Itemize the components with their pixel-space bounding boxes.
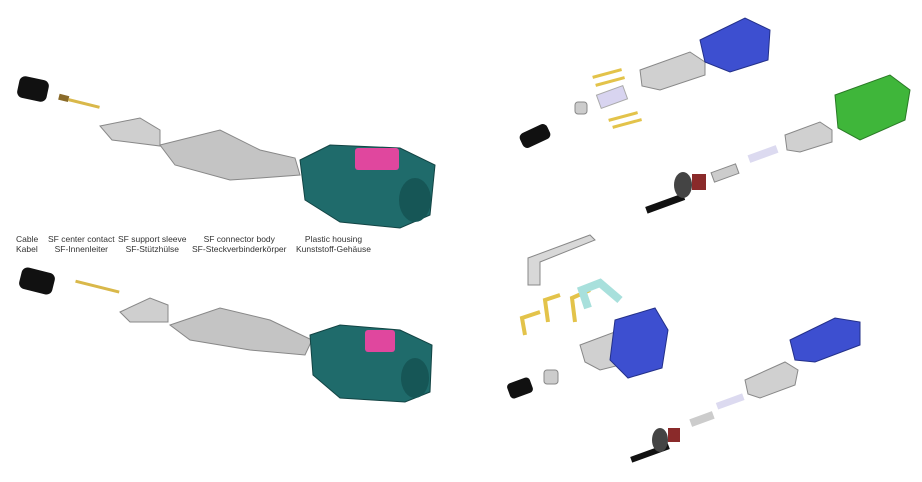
assembly-blue-straight-bottom (630, 317, 861, 463)
contact (710, 163, 740, 183)
label-en: SF connector body (203, 234, 275, 244)
label-de: SF-Steckverbinderkörper (192, 244, 287, 254)
assembly-blue-angled (507, 234, 669, 399)
label-en: SF center contact (48, 234, 115, 244)
assembly-straight-teal-bottom (19, 267, 433, 403)
connector-body (639, 51, 706, 91)
gold-contacts (592, 68, 643, 129)
label-de: Kunststoff-Gehäuse (296, 244, 371, 254)
insulator (715, 393, 745, 410)
insulator (595, 84, 629, 110)
cable (519, 124, 551, 148)
cable (645, 193, 686, 214)
connector-body (168, 307, 313, 356)
label-en: Plastic housing (304, 234, 363, 244)
ferrule-ring (652, 428, 668, 452)
support-sleeve (99, 117, 161, 147)
plastic-housing (699, 17, 771, 73)
plastic-housing (299, 144, 436, 229)
label-center-contact: SF center contact SF-Innenleiter (48, 234, 115, 254)
cable (17, 76, 49, 102)
contact (689, 411, 715, 427)
assembly-blue-straight (519, 17, 771, 148)
red-ring (668, 428, 680, 442)
pink-latch (365, 330, 395, 352)
ferrule-ring (674, 172, 692, 198)
cable (507, 377, 533, 399)
label-cable: Cable Kabel (16, 234, 38, 254)
angle-sleeve (527, 234, 596, 286)
pink-latch (355, 148, 399, 170)
gold-angled-contacts (519, 288, 591, 336)
label-en: SF support sleeve (118, 234, 187, 244)
connector-body (744, 361, 799, 399)
label-en: Cable (16, 234, 39, 244)
assembly-straight-teal-top (17, 76, 436, 229)
support-sleeve (119, 297, 169, 323)
red-ring (692, 174, 706, 190)
plastic-housing (609, 307, 669, 379)
plastic-housing (789, 317, 861, 363)
label-plastic-housing: Plastic housing Kunststoff-Gehäuse (296, 234, 371, 254)
assembly-green-straight (645, 74, 911, 214)
crimp-ferrule (574, 101, 588, 115)
connector-body (784, 121, 833, 153)
center-contact (58, 93, 100, 109)
center-contact (75, 279, 120, 294)
label-connector-body: SF connector body SF-Steckverbinderkörpe… (192, 234, 286, 254)
label-de: Kabel (16, 244, 38, 254)
label-de: SF-Stützhülse (125, 244, 179, 254)
label-de: SF-Innenleiter (54, 244, 108, 254)
plastic-housing (309, 324, 433, 403)
angled-insulator (577, 278, 623, 310)
plastic-housing (834, 74, 911, 141)
insulator (747, 145, 779, 163)
cable (19, 267, 55, 295)
label-support-sleeve: SF support sleeve SF-Stützhülse (118, 234, 187, 254)
crimp-ferrule (543, 369, 559, 385)
connector-body (159, 129, 301, 181)
